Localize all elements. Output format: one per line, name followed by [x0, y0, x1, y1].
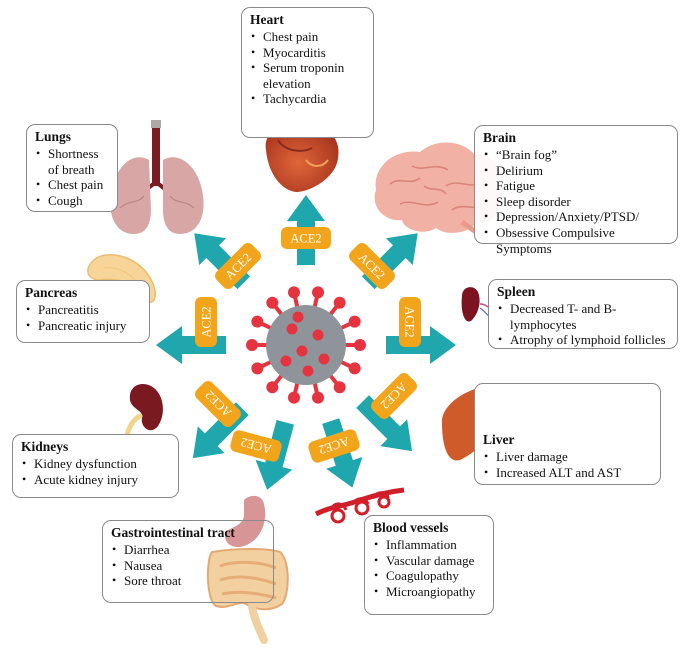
symptom-item: Coagulopathy	[373, 568, 486, 584]
blood-vessels-icon	[314, 487, 405, 524]
liver-box: Liver Liver damage Increased ALT and AST	[474, 383, 661, 485]
kidneys-title: Kidneys	[21, 439, 69, 454]
symptom-item: Obsessive Compulsive Symptoms	[483, 225, 670, 256]
blood-ace2-badge: ACE2	[308, 429, 360, 463]
spleen-ace2-badge: ACE2	[399, 297, 421, 347]
symptom-item: “Brain fog”	[483, 147, 670, 163]
heart-box: Heart Chest pain Myocarditis Serum tropo…	[241, 7, 374, 138]
symptom-item: Decreased T- and B-lymphocytes	[497, 301, 670, 332]
pancreas-ace2-badge: ACE2	[195, 297, 217, 347]
symptom-item: Vascular damage	[373, 553, 486, 569]
heart-ace2-badge: ACE2	[281, 227, 331, 249]
brain-title: Brain	[483, 130, 517, 145]
symptom-item: Pancreatic injury	[25, 318, 142, 334]
ace2-label: ACE2	[290, 232, 321, 246]
symptom-item: Shortness of breath	[35, 146, 110, 177]
gi-ace2-badge: ACE2	[230, 430, 282, 462]
symptom-item: Pancreatitis	[25, 302, 142, 318]
kidneys-box: Kidneys Kidney dysfunction Acute kidney …	[12, 434, 179, 498]
ace2-label: ACE2	[403, 306, 417, 337]
symptom-item: Inflammation	[373, 537, 486, 553]
symptom-item: Nausea	[111, 558, 266, 574]
symptom-item: Kidney dysfunction	[21, 456, 171, 472]
symptom-item: Chest pain	[35, 177, 110, 193]
pancreas-title: Pancreas	[25, 285, 78, 300]
lungs-box: Lungs Shortness of breath Chest pain Cou…	[26, 124, 118, 212]
symptom-item: Sore throat	[111, 573, 266, 589]
brain-symptoms: “Brain fog” Delirium Fatigue Sleep disor…	[483, 147, 670, 256]
symptom-item: Cough	[35, 193, 110, 209]
symptom-item: Tachycardia	[250, 91, 366, 107]
lungs-symptoms: Shortness of breath Chest pain Cough	[35, 146, 110, 208]
liver-ace2-badge: ACE2	[371, 373, 417, 419]
liver-symptoms: Liver damage Increased ALT and AST	[483, 449, 653, 480]
heart-title: Heart	[250, 12, 284, 27]
blood-vessels-symptoms: Inflammation Vascular damage Coagulopath…	[373, 537, 486, 599]
gi-title: Gastrointestinal tract	[111, 525, 235, 540]
lungs-title: Lungs	[35, 129, 72, 144]
symptom-item: Diarrhea	[111, 542, 266, 558]
coronavirus-icon	[246, 286, 366, 404]
spleen-symptoms: Decreased T- and B-lymphocytes Atrophy o…	[497, 301, 670, 348]
brain-box: Brain “Brain fog” Delirium Fatigue Sleep…	[474, 125, 678, 256]
lungs-icon	[110, 120, 204, 234]
ace2-label: ACE2	[200, 306, 214, 337]
spleen-box: Spleen Decreased T- and B-lymphocytes At…	[488, 279, 678, 349]
symptom-item: Microangiopathy	[373, 584, 486, 600]
symptom-item: Delirium	[483, 163, 670, 179]
spleen-arrow	[386, 326, 456, 364]
pancreas-box: Pancreas Pancreatitis Pancreatic injury	[16, 280, 150, 343]
spleen-title: Spleen	[497, 284, 536, 299]
gi-box: Gastrointestinal tract Diarrhea Nausea S…	[102, 520, 274, 603]
symptom-item: Fatigue	[483, 178, 670, 194]
symptom-item: Chest pain	[250, 29, 366, 45]
kidneys-symptoms: Kidney dysfunction Acute kidney injury	[21, 456, 171, 487]
gi-symptoms: Diarrhea Nausea Sore throat	[111, 542, 266, 589]
symptom-item: Acute kidney injury	[21, 472, 171, 488]
kidney-icon	[123, 384, 163, 443]
blood-vessels-title: Blood vessels	[373, 520, 449, 535]
symptom-item: Atrophy of lymphoid follicles	[497, 332, 670, 348]
heart-symptoms: Chest pain Myocarditis Serum troponin el…	[250, 29, 366, 107]
pancreas-arrow	[156, 326, 226, 364]
blood-vessels-box: Blood vessels Inflammation Vascular dama…	[364, 515, 494, 615]
symptom-item: Myocarditis	[250, 45, 366, 61]
liver-arrow	[356, 395, 413, 452]
pancreas-symptoms: Pancreatitis Pancreatic injury	[25, 302, 142, 333]
symptom-item: Serum troponin elevation	[250, 60, 366, 91]
symptom-item: Sleep disorder	[483, 194, 670, 210]
symptom-item: Depression/Anxiety/PTSD/	[483, 209, 670, 225]
symptom-item: Liver damage	[483, 449, 653, 465]
liver-title: Liver	[483, 432, 515, 447]
symptom-item: Increased ALT and AST	[483, 465, 653, 481]
